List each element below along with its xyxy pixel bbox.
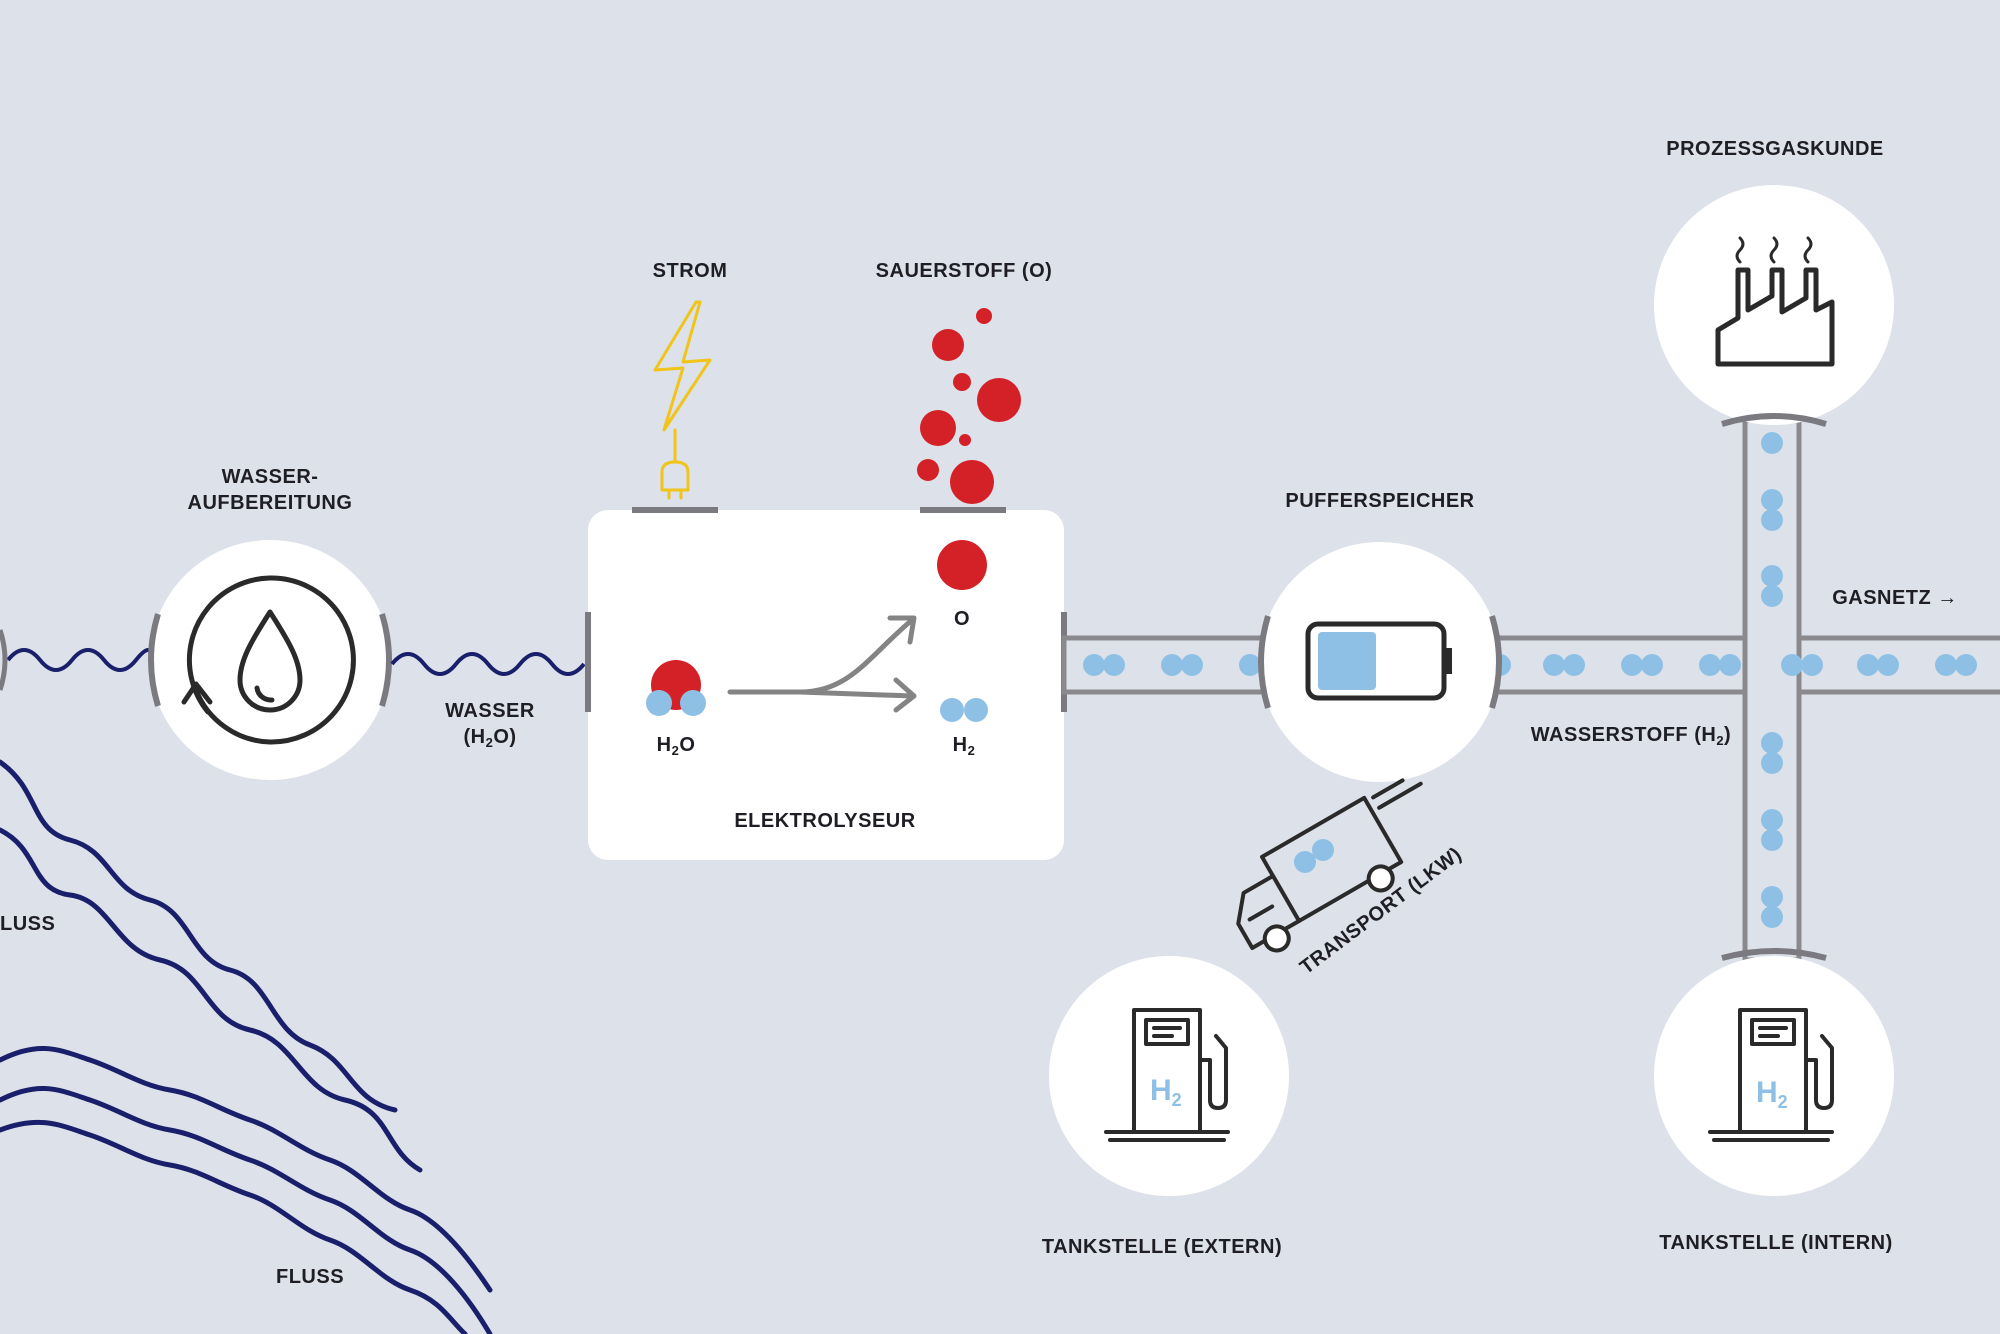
h2-molecule-icon: [940, 698, 988, 722]
fuel-station-external-h2-label: H2: [1150, 1074, 1182, 1110]
oxygen-bubble: [959, 434, 971, 446]
river-label-left: LUSS: [0, 913, 56, 935]
hydrogen-label: WASSERSTOFF (H2): [1530, 724, 1732, 748]
water-treatment-right-connector: [379, 613, 392, 707]
water-label: WASSER (H2O): [430, 698, 550, 756]
factory-icon: [1715, 236, 1835, 367]
water-label-line2: (H2O): [463, 726, 517, 750]
h2-flow-molecules: [1083, 432, 1977, 928]
gas-grid-label: GASNETZ →: [1832, 587, 1958, 609]
fuel-station-internal-node: H2: [1654, 948, 1894, 1196]
h2-label: H2: [952, 734, 976, 758]
h2o-molecule-icon: [646, 660, 706, 716]
oxygen-bubble: [920, 410, 956, 446]
oxygen-label: SAUERSTOFF (O): [875, 260, 1053, 282]
buffer-storage-label: PUFFERSPEICHER: [1285, 490, 1475, 512]
water-treatment-label-line2: AUFBEREITUNG: [187, 492, 353, 514]
process-gas-customer-label: PROZESSGASKUNDE: [1666, 138, 1884, 160]
electrolyzer-node: [585, 507, 1067, 860]
left-edge-connector: [0, 629, 8, 691]
water-pipe-left: [6, 648, 154, 672]
river-line: [0, 759, 398, 1113]
electrolyzer-label: ELEKTROLYSEUR: [734, 810, 916, 832]
river-label-bottom: FLUSS: [276, 1266, 345, 1288]
buffer-storage-right-connector: [1489, 615, 1502, 709]
water-treatment-label: WASSER- AUFBEREITUNG: [170, 464, 370, 516]
fuel-station-internal-h2-label: H2: [1756, 1076, 1788, 1112]
fuel-station-internal-label: TANKSTELLE (INTERN): [1659, 1232, 1893, 1254]
oxygen-bubble: [932, 329, 964, 361]
buffer-storage-circle: [1260, 542, 1500, 782]
reaction-arrows-icon: [727, 615, 917, 713]
oxygen-bubble: [977, 378, 1021, 422]
h2o-label: H2O: [656, 734, 696, 758]
water-treatment-label-line1: WASSER-: [221, 466, 319, 488]
battery-icon: [1305, 621, 1452, 701]
fuel-station-internal-circle: [1654, 956, 1894, 1196]
power-label: STROM: [652, 260, 728, 282]
lightning-plug-icon: [653, 300, 712, 500]
water-pipe-middle: [390, 652, 586, 676]
oxygen-bubbles: [917, 308, 1021, 504]
fuel-station-external-label: TANKSTELLE (EXTERN): [1041, 1236, 1283, 1258]
oxygen-bubble: [917, 459, 939, 481]
fuel-station-internal-connector: [1721, 948, 1827, 961]
fuel-pump-icon: [1708, 1008, 1834, 1142]
water-drop-recycle-icon: [181, 575, 356, 745]
river-waves: [0, 759, 493, 1334]
process-gas-customer-connector: [1721, 413, 1827, 427]
truck-icon: [1236, 778, 1423, 953]
fuel-station-external-node: H2: [1049, 956, 1289, 1196]
oxygen-bubble: [950, 460, 994, 504]
oxygen-atom-icon: [937, 540, 987, 590]
river-line: [0, 1045, 493, 1293]
river-line: [0, 1119, 468, 1334]
river-line: [0, 1085, 493, 1334]
oxygen-bubble: [976, 308, 992, 324]
water-treatment-node: [148, 540, 392, 780]
process-gas-customer-circle: [1654, 185, 1894, 425]
buffer-storage-node: [1258, 542, 1502, 782]
process-gas-customer-node: [1654, 185, 1894, 427]
hydrogen-pipes: [1061, 417, 2000, 963]
fuel-station-external-circle: [1049, 956, 1289, 1196]
electrolyzer-box: [588, 510, 1064, 860]
o-atom-label: O: [953, 608, 971, 630]
river-line: [0, 827, 423, 1173]
buffer-storage-left-connector: [1258, 615, 1271, 709]
oxygen-bubble: [953, 373, 971, 391]
water-treatment-left-connector: [148, 613, 161, 707]
water-label-line1: WASSER: [445, 700, 535, 722]
truck-cargo-h2-icon: [1294, 839, 1334, 873]
fuel-pump-icon: [1104, 1008, 1230, 1142]
battery-fill-level: [1318, 632, 1376, 690]
